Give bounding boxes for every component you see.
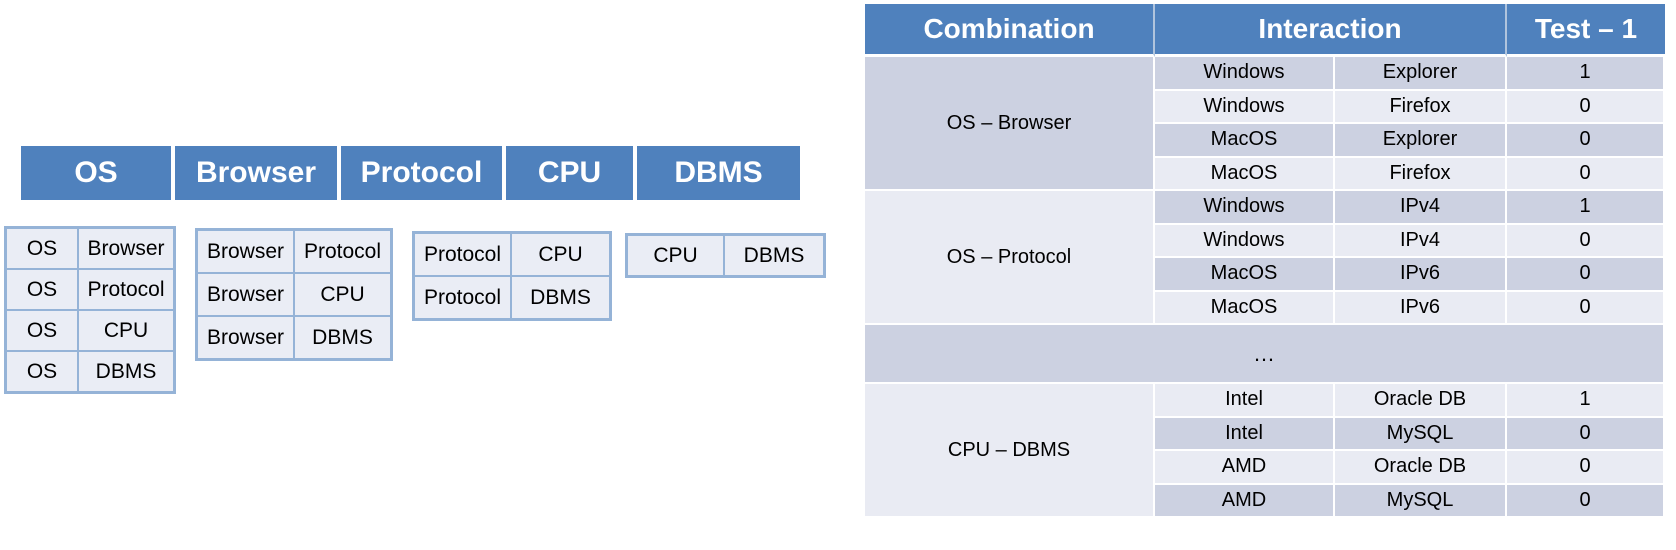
interaction-cell: MacOS [1155,258,1335,292]
interaction-cell: AMD [1155,451,1335,485]
interaction-cell: Explorer [1335,57,1507,91]
pair-cell: Protocol [414,276,511,319]
pair-cell: Protocol [414,233,511,276]
interaction-cell: Oracle DB [1335,384,1507,418]
test-value-cell: 0 [1507,157,1665,191]
test-value-cell: 0 [1507,258,1665,292]
pair-cell: CPU [78,310,174,351]
interaction-cell: Windows [1155,57,1335,91]
interaction-cell: Windows [1155,224,1335,258]
interaction-cell: MySQL [1335,484,1507,518]
interaction-cell: Intel [1155,417,1335,451]
pair-cell: CPU [511,233,610,276]
pair-table-cpu: CPU DBMS [625,233,826,278]
pair-cell: OS [6,228,78,269]
factor-header-cpu: CPU [506,146,637,200]
pair-table-protocol: Protocol CPU Protocol DBMS [412,231,612,321]
interaction-cell: AMD [1155,484,1335,518]
test-value-cell: 1 [1507,384,1665,418]
test-value-cell: 1 [1507,57,1665,91]
interaction-cell: Oracle DB [1335,451,1507,485]
pair-cell: DBMS [78,351,174,392]
factor-header-bar: OS Browser Protocol CPU DBMS [21,146,800,200]
test-value-cell: 0 [1507,417,1665,451]
interaction-cell: IPv4 [1335,191,1507,225]
pair-table-os: OS Browser OS Protocol OS CPU OS DBMS [4,226,176,394]
interaction-cell: IPv6 [1335,258,1507,292]
pair-cell: Browser [197,273,294,316]
combination-table: Combination Interaction Test – 1 OS – Br… [865,4,1665,518]
test-value-cell: 1 [1507,191,1665,225]
interaction-cell: IPv6 [1335,291,1507,325]
pair-table-browser: Browser Protocol Browser CPU Browser DBM… [195,228,393,361]
pair-cell: OS [6,351,78,392]
ellipsis-row: … [865,325,1665,384]
pair-cell: DBMS [294,316,391,359]
pair-cell: Browser [197,316,294,359]
test-value-cell: 0 [1507,124,1665,158]
interaction-cell: MacOS [1155,157,1335,191]
test-value-cell: 0 [1507,484,1665,518]
test-value-cell: 0 [1507,90,1665,124]
test-value-cell: 0 [1507,451,1665,485]
test-value-cell: 0 [1507,291,1665,325]
interaction-cell: Windows [1155,191,1335,225]
interaction-cell: MySQL [1335,417,1507,451]
interaction-cell: Windows [1155,90,1335,124]
factor-header-dbms: DBMS [674,156,763,189]
interaction-cell: Explorer [1335,124,1507,158]
pair-cell: CPU [294,273,391,316]
interaction-cell: Intel [1155,384,1335,418]
interaction-cell: Firefox [1335,90,1507,124]
interaction-cell: Firefox [1335,157,1507,191]
pair-cell: Protocol [294,230,391,273]
factor-header-browser: Browser [175,146,341,200]
pair-cell: Browser [197,230,294,273]
column-header-test-1: Test – 1 [1507,4,1665,57]
factor-header-os: OS [21,146,175,200]
column-header-combination: Combination [865,4,1155,57]
combination-group-label: CPU – DBMS [865,384,1155,518]
combination-group-label: OS – Protocol [865,191,1155,325]
interaction-cell: MacOS [1155,124,1335,158]
pair-cell: Protocol [78,269,174,310]
pair-cell: OS [6,310,78,351]
interaction-cell: MacOS [1155,291,1335,325]
combination-group-label: OS – Browser [865,57,1155,191]
test-value-cell: 0 [1507,224,1665,258]
interaction-cell: IPv4 [1335,224,1507,258]
pair-cell: DBMS [511,276,610,319]
factor-header-protocol: Protocol [341,146,506,200]
pair-cell: CPU [627,235,724,276]
pair-cell: Browser [78,228,174,269]
pair-cell: DBMS [724,235,824,276]
column-header-interaction: Interaction [1155,4,1507,57]
pair-cell: OS [6,269,78,310]
